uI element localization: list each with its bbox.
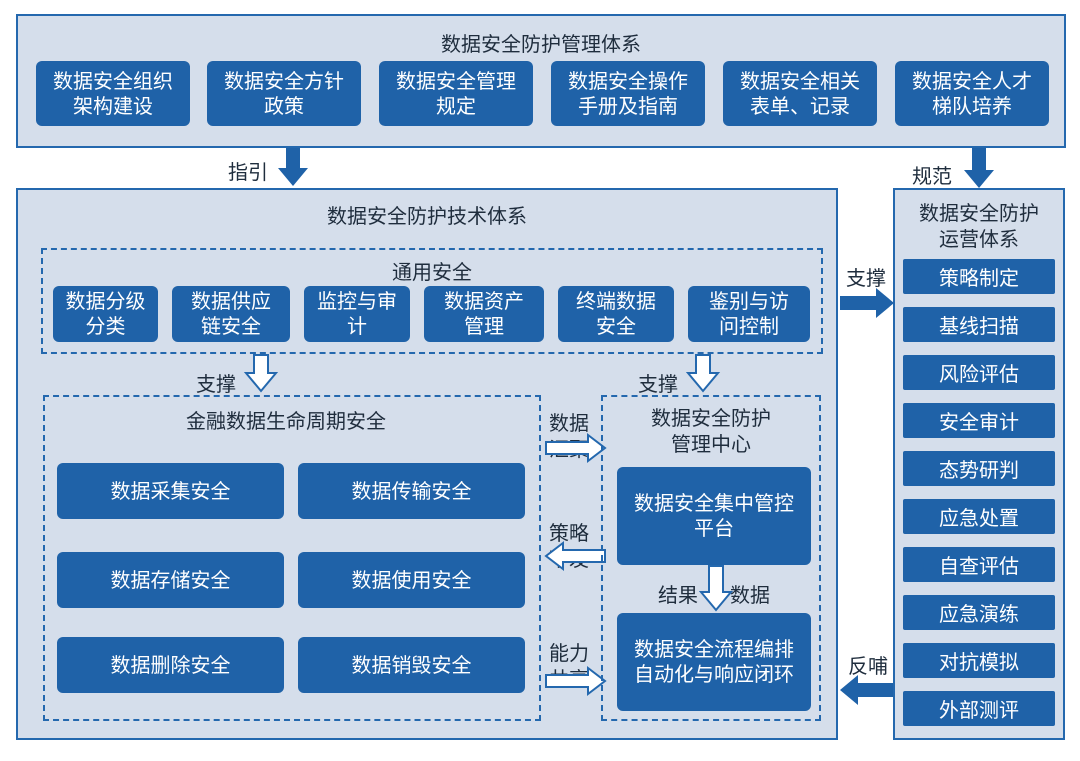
arrow-feedback <box>840 675 894 705</box>
arrow-results-data <box>698 565 734 612</box>
mgmt-item-talent: 数据安全人才 梯队培养 <box>895 61 1049 126</box>
ops-item-external-eval: 外部测评 <box>903 691 1055 726</box>
arrow-guide-down <box>278 148 308 186</box>
arrow-support-left <box>243 354 279 393</box>
arrow-support-center <box>685 354 721 393</box>
mgmt-item-manual: 数据安全操作 手册及指南 <box>551 61 705 126</box>
mgmt-item-org: 数据安全组织 架构建设 <box>36 61 190 126</box>
mgmt-item-rules: 数据安全管理 规定 <box>379 61 533 126</box>
ops-item-baseline-scan: 基线扫描 <box>903 307 1055 342</box>
label-support-center: 支撑 <box>638 372 678 396</box>
management-system-panel: 数据安全防护管理体系 <box>16 14 1066 148</box>
general-security-title: 通用安全 <box>392 260 472 284</box>
general-security-group <box>41 248 823 354</box>
lifecycle-item-transmission: 数据传输安全 <box>298 463 525 519</box>
ops-item-adversarial-sim: 对抗模拟 <box>903 643 1055 678</box>
mgmt-item-forms: 数据安全相关 表单、记录 <box>723 61 877 126</box>
lifecycle-item-deletion: 数据删除安全 <box>57 637 284 693</box>
technical-system-title: 数据安全防护技术体系 <box>327 204 527 228</box>
label-data: 数据 <box>730 583 770 607</box>
ops-item-self-assessment: 自查评估 <box>903 547 1055 582</box>
operations-system-title: 数据安全防护 运营体系 <box>919 201 1039 251</box>
ops-item-emergency-response: 应急处置 <box>903 499 1055 534</box>
label-standard: 规范 <box>912 164 952 188</box>
label-support-left: 支撑 <box>196 372 236 396</box>
lifecycle-item-usage: 数据使用安全 <box>298 552 525 608</box>
management-center-title: 数据安全防护 管理中心 <box>651 406 771 456</box>
general-item-endpoint: 终端数据 安全 <box>558 286 674 342</box>
management-center-group <box>601 395 821 721</box>
arrow-data-aggregation <box>545 432 607 464</box>
lifecycle-item-collection: 数据采集安全 <box>57 463 284 519</box>
general-item-supply-chain: 数据供应 链安全 <box>172 286 290 342</box>
management-system-title: 数据安全防护管理体系 <box>441 32 641 56</box>
general-item-classification: 数据分级 分类 <box>53 286 158 342</box>
label-support-right: 支撑 <box>846 266 886 290</box>
lifecycle-security-title: 金融数据生命周期安全 <box>186 409 386 433</box>
ops-item-strategy: 策略制定 <box>903 259 1055 294</box>
arrow-support-right <box>840 288 894 318</box>
label-guide: 指引 <box>228 160 268 184</box>
arrow-standard-down <box>964 148 994 188</box>
center-platform: 数据安全集中管控 平台 <box>617 467 811 565</box>
arrow-policy-dispatch <box>544 540 606 572</box>
general-item-asset-mgmt: 数据资产 管理 <box>424 286 544 342</box>
mgmt-item-policy: 数据安全方针 政策 <box>207 61 361 126</box>
ops-item-emergency-drill: 应急演练 <box>903 595 1055 630</box>
lifecycle-item-destruction: 数据销毁安全 <box>298 637 525 693</box>
general-item-monitor-audit: 监控与审 计 <box>304 286 410 342</box>
lifecycle-item-storage: 数据存储安全 <box>57 552 284 608</box>
ops-item-situation-analysis: 态势研判 <box>903 451 1055 486</box>
ops-item-risk-assessment: 风险评估 <box>903 355 1055 390</box>
label-feedback: 反哺 <box>848 654 888 678</box>
label-results: 结果 <box>658 583 698 607</box>
ops-item-security-audit: 安全审计 <box>903 403 1055 438</box>
lifecycle-security-group <box>43 395 541 721</box>
arrow-capability-sharing <box>545 665 607 697</box>
center-automation: 数据安全流程编排 自动化与响应闭环 <box>617 613 811 711</box>
general-item-access-control: 鉴别与访 问控制 <box>688 286 810 342</box>
